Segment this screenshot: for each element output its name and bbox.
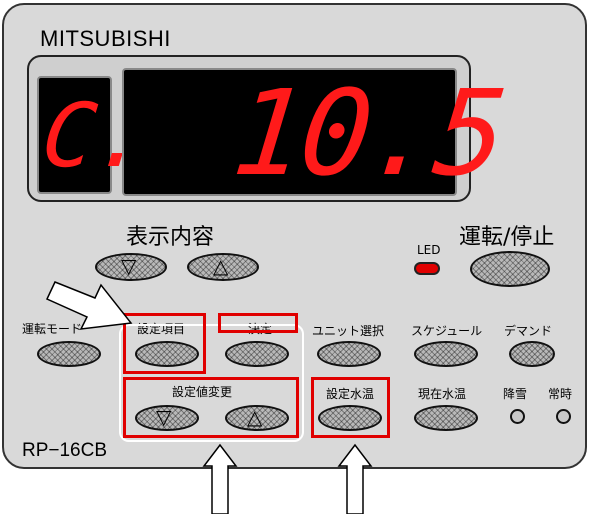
set-water-temp-label: 設定水温 xyxy=(326,387,375,401)
setting-item-button[interactable] xyxy=(135,341,199,367)
setting-value-change-label: 設定値変更 xyxy=(172,385,233,399)
run-mode-label: 運転モード xyxy=(22,322,83,336)
run-stop-button[interactable] xyxy=(470,251,550,287)
setting-group-outline xyxy=(119,324,304,442)
schedule-button[interactable] xyxy=(414,341,478,367)
display-down-button[interactable] xyxy=(95,253,167,281)
up-triangle-icon: △ xyxy=(247,405,263,429)
up-triangle-icon: △ xyxy=(213,254,229,278)
down-triangle-icon: ▽ xyxy=(121,254,137,278)
confirm-highlight xyxy=(218,313,298,333)
set-water-temp-button[interactable] xyxy=(318,405,382,431)
schedule-label: スケジュール xyxy=(411,324,483,338)
set-water-temp-highlight xyxy=(311,377,390,438)
display-content-label: 表示内容 xyxy=(126,225,215,250)
unit-select-label: ユニット選択 xyxy=(312,324,385,338)
run-mode-button[interactable] xyxy=(37,341,101,367)
current-water-temp-button[interactable] xyxy=(414,405,478,431)
always-indicator xyxy=(556,409,571,424)
model-number: RP−16CB xyxy=(22,440,108,461)
unit-select-button[interactable] xyxy=(317,341,381,367)
current-water-temp-label: 現在水温 xyxy=(418,387,467,401)
snow-indicator xyxy=(510,409,525,424)
led-indicator xyxy=(414,262,440,275)
demand-button[interactable] xyxy=(509,341,555,367)
value-down-button[interactable] xyxy=(135,405,199,431)
down-triangle-icon: ▽ xyxy=(156,405,172,429)
display-up-button[interactable] xyxy=(187,253,259,281)
brand-logo: MITSUBISHI xyxy=(40,26,171,51)
value-readout: 10.5 xyxy=(226,64,510,202)
led-label: LED xyxy=(417,243,441,257)
snow-label: 降雪 xyxy=(503,387,528,401)
demand-label: デマンド xyxy=(504,324,553,338)
value-up-button[interactable] xyxy=(225,405,289,431)
always-label: 常時 xyxy=(548,387,573,401)
value-change-highlight xyxy=(123,377,299,438)
mode-display: C. xyxy=(37,76,154,194)
confirm-button[interactable] xyxy=(225,341,289,367)
setting-item-highlight xyxy=(123,313,206,374)
run-stop-label: 運転/停止 xyxy=(459,225,555,250)
value-display: 10.5 xyxy=(122,64,509,202)
